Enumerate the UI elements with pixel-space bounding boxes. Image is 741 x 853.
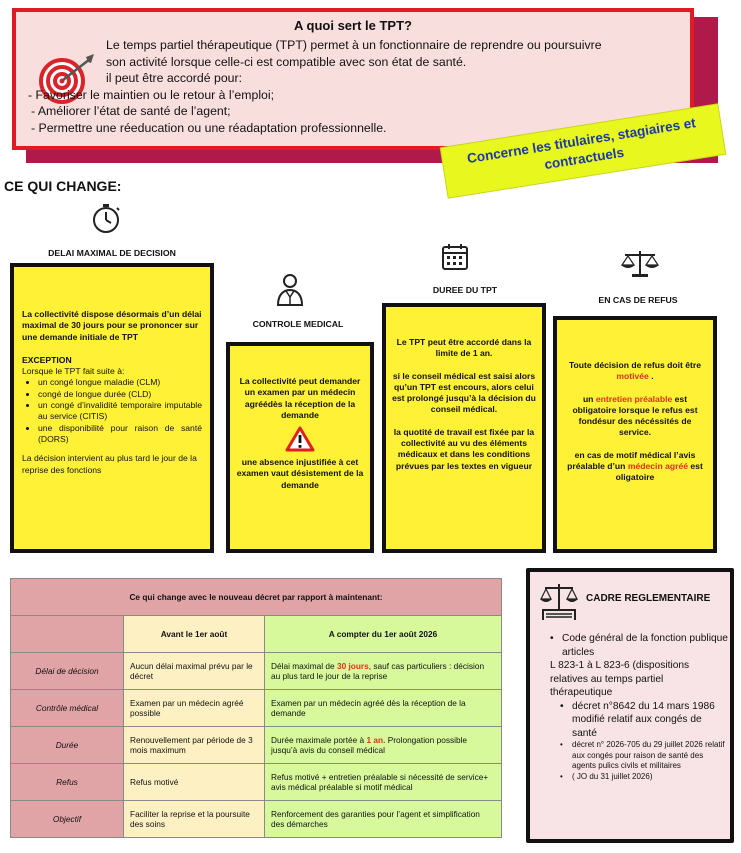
intro-line: Le temps partiel thérapeutique (TPT) per… bbox=[106, 38, 602, 52]
list-item: décret n°8642 du 14 mars 1986 modifié re… bbox=[542, 700, 728, 741]
exception-list: un congé longue maladie (CLM) congé de l… bbox=[38, 377, 202, 445]
intro-title: A quoi sert le TPT? bbox=[294, 18, 412, 33]
list-item-continued: L 823-1 à L 823-6 (dispositions relative… bbox=[550, 660, 690, 698]
intro-bullet: - Améliorer l’état de santé de l’agent; bbox=[31, 104, 231, 118]
delai-last-text: La décision intervient au plus tard le j… bbox=[22, 453, 197, 475]
delai-text: La collectivité dispose désormais d’un d… bbox=[22, 309, 202, 342]
controle-text: La collectivité peut demander un examen … bbox=[239, 376, 361, 420]
list-item: une disponibilité pour raison de santé (… bbox=[38, 423, 202, 446]
list-item: un congé longue maladie (CLM) bbox=[38, 377, 202, 388]
table-row: Durée Renouvellement par période de 3 mo… bbox=[10, 726, 502, 764]
calendar-icon bbox=[442, 244, 468, 270]
table-title: Ce qui change avec le nouveau décret par… bbox=[10, 578, 502, 616]
intro-line: il peut être accordé pour: bbox=[106, 71, 243, 85]
table-header-after: A compter du 1er août 2026 bbox=[264, 615, 502, 653]
scales-icon bbox=[620, 251, 660, 277]
refus-text: en cas de motif médical l’avis préalable… bbox=[567, 449, 703, 483]
col-label-controle: CONTROLE MEDICAL bbox=[252, 319, 344, 329]
intro-box: A quoi sert le TPT? Le temps partiel thé… bbox=[12, 8, 694, 150]
list-item: décret n° 2026-705 du 29 juillet 2026 re… bbox=[542, 740, 728, 772]
duree-text: si le conseil médical est saisi alors qu… bbox=[392, 370, 536, 415]
table-row: Contrôle médical Examen par un médecin a… bbox=[10, 689, 502, 727]
refus-box: Toute décision de refus doit être motivé… bbox=[553, 316, 717, 553]
cadre-list: Code général de la fonction publique art… bbox=[542, 632, 728, 782]
target-icon bbox=[39, 54, 94, 104]
intro-text: Le temps partiel thérapeutique (TPT) per… bbox=[28, 37, 691, 136]
table-row: Délai de décision Aucun délai maximal pr… bbox=[10, 652, 502, 690]
duree-text: Le TPT peut être accordé dans la limite … bbox=[396, 337, 532, 359]
duree-text: la quotité de travail est fixée par la c… bbox=[393, 426, 535, 471]
duree-box: Le TPT peut être accordé dans la limite … bbox=[382, 303, 546, 553]
doctor-icon bbox=[276, 274, 304, 306]
table-row: Refus Refus motivé Refus motivé + entret… bbox=[10, 763, 502, 801]
intro-bullet: - Favoriser le maintien ou le retour à l… bbox=[28, 87, 275, 102]
delai-box: La collectivité dispose désormais d’un d… bbox=[10, 263, 214, 553]
comparison-table: Ce qui change avec le nouveau décret par… bbox=[10, 578, 502, 840]
intro-bullet: - Permettre une réeducation ou une réada… bbox=[31, 120, 387, 135]
table-header-before: Avant le 1er août bbox=[123, 615, 265, 653]
exception-title: EXCEPTION bbox=[22, 354, 72, 365]
cadre-box: CADRE REGLEMENTAIRE Code général de la f… bbox=[526, 568, 734, 843]
col-label-delai: DELAI MAXIMAL DE DECISION bbox=[48, 248, 176, 258]
list-item: Code général de la fonction publique art… bbox=[542, 632, 728, 659]
table-header-empty bbox=[10, 615, 124, 653]
refus-text: Toute décision de refus doit être motivé… bbox=[568, 360, 702, 382]
controle-text: une absence injustifiée à cet examen vau… bbox=[236, 457, 364, 490]
list-item: un congé d’invalidité temporaire imputab… bbox=[38, 400, 202, 423]
clock-icon bbox=[93, 204, 120, 233]
exception-intro: Lorsque le TPT fait suite à: bbox=[22, 366, 125, 377]
section-title: CE QUI CHANGE: bbox=[4, 178, 122, 194]
col-label-refus: EN CAS DE REFUS bbox=[598, 295, 678, 305]
list-item: congé de longue durée (CLD) bbox=[38, 389, 202, 400]
table-row: Objectif Faciliter la reprise et la pour… bbox=[10, 800, 502, 838]
intro-line: son activité lorsque celle-ci est compat… bbox=[106, 54, 467, 69]
list-item: ( JO du 31 juillet 2026) bbox=[542, 772, 728, 783]
law-scales-icon bbox=[540, 584, 578, 620]
warning-icon bbox=[285, 426, 315, 452]
cadre-title: CADRE REGLEMENTAIRE bbox=[586, 593, 711, 604]
col-label-duree: DUREE DU TPT bbox=[432, 285, 498, 295]
refus-text: un entretien préalable est obligatoire l… bbox=[572, 393, 698, 438]
controle-box: La collectivité peut demander un examen … bbox=[226, 342, 374, 553]
